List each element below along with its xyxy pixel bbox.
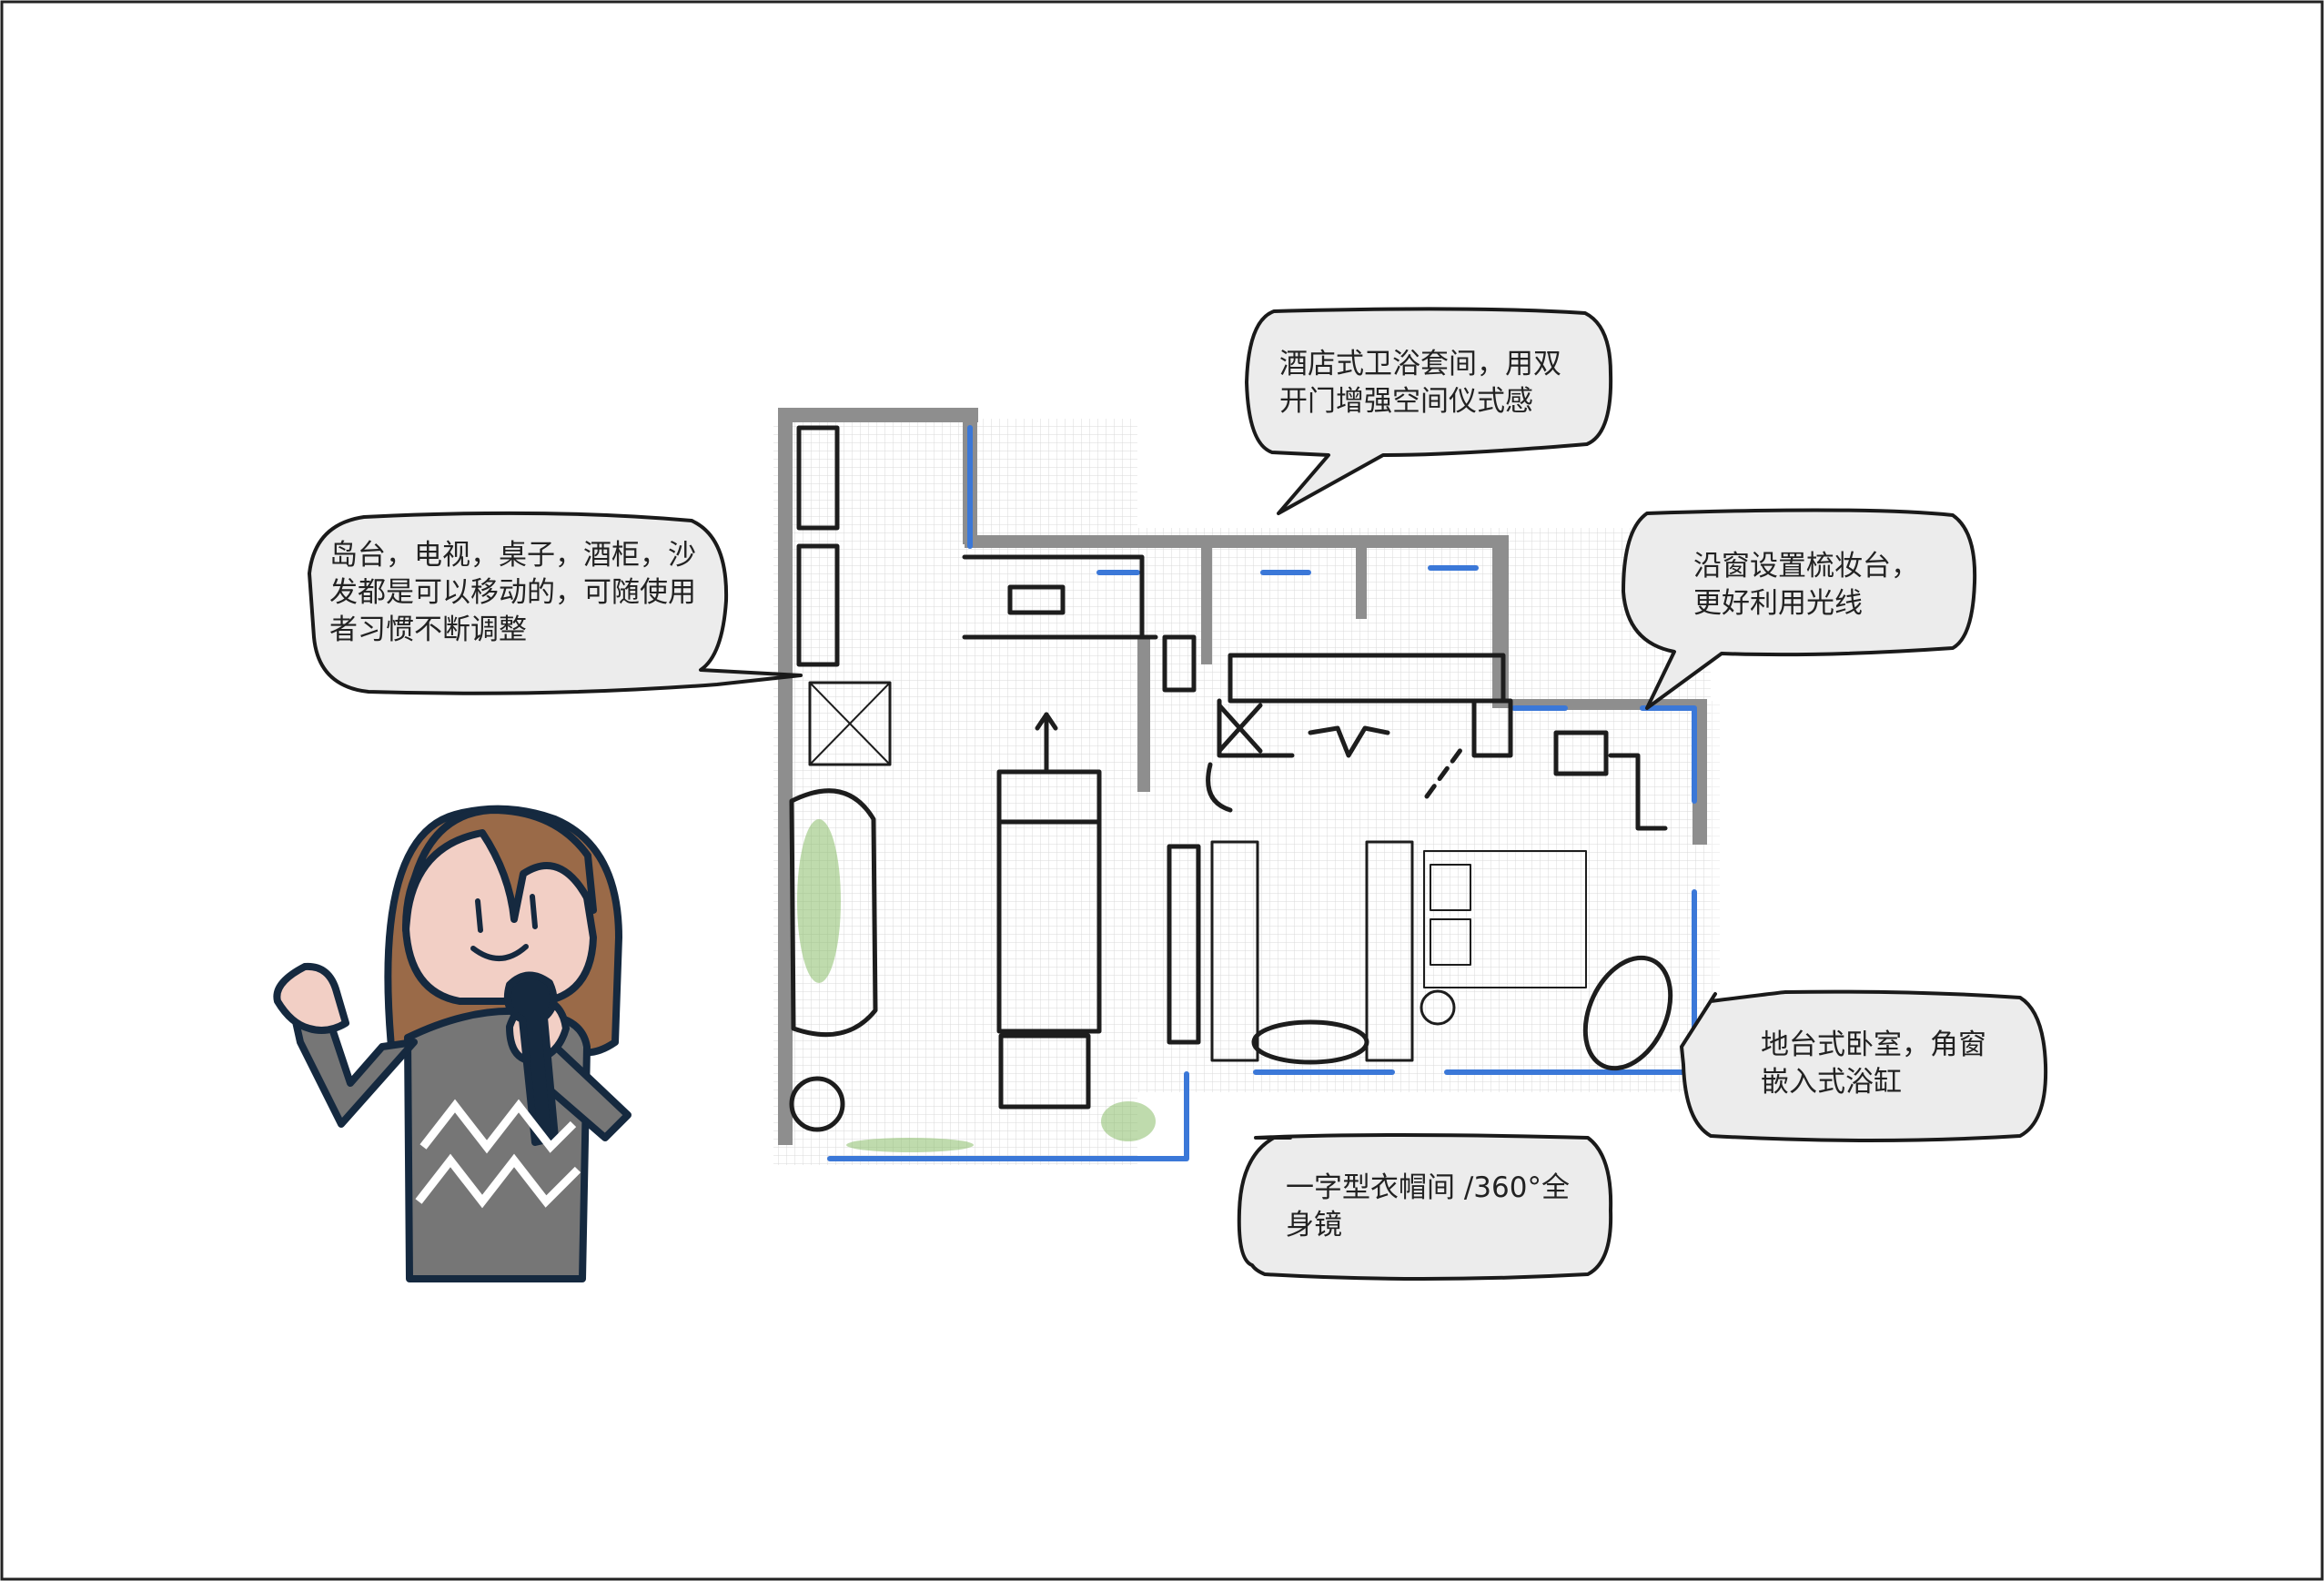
callout-wardrobe-bubble: [1237, 1133, 1613, 1281]
callout-bedroom-bubble: [1680, 989, 2048, 1142]
callout-bedroom-text: 地台式卧室，角窗 嵌入式浴缸: [1761, 1029, 1986, 1099]
callout-vanity-text: 沿窗设置梳妆台， 更好利用光线: [1693, 550, 1919, 620]
callout-island-bubble: [308, 511, 803, 695]
presenter-with-microphone-icon: [273, 805, 632, 1282]
floor-plan-sketch: [773, 408, 1720, 1165]
callout-island-text: 岛台，电视，桌子，酒柜，沙 发都是可以移动的，可随使用 者习惯不断调整: [329, 539, 696, 646]
callout-bubbles: [308, 307, 2048, 1281]
callout-bath-suite-bubble: [1245, 307, 1613, 515]
callout-vanity-bubble: [1622, 508, 1977, 710]
callout-wardrobe-text: 一字型衣帽间 /360°全 身镜: [1286, 1171, 1570, 1241]
callout-bath-suite-text: 酒店式卫浴套间，用双 开门增强空间仪式感: [1279, 348, 1561, 418]
